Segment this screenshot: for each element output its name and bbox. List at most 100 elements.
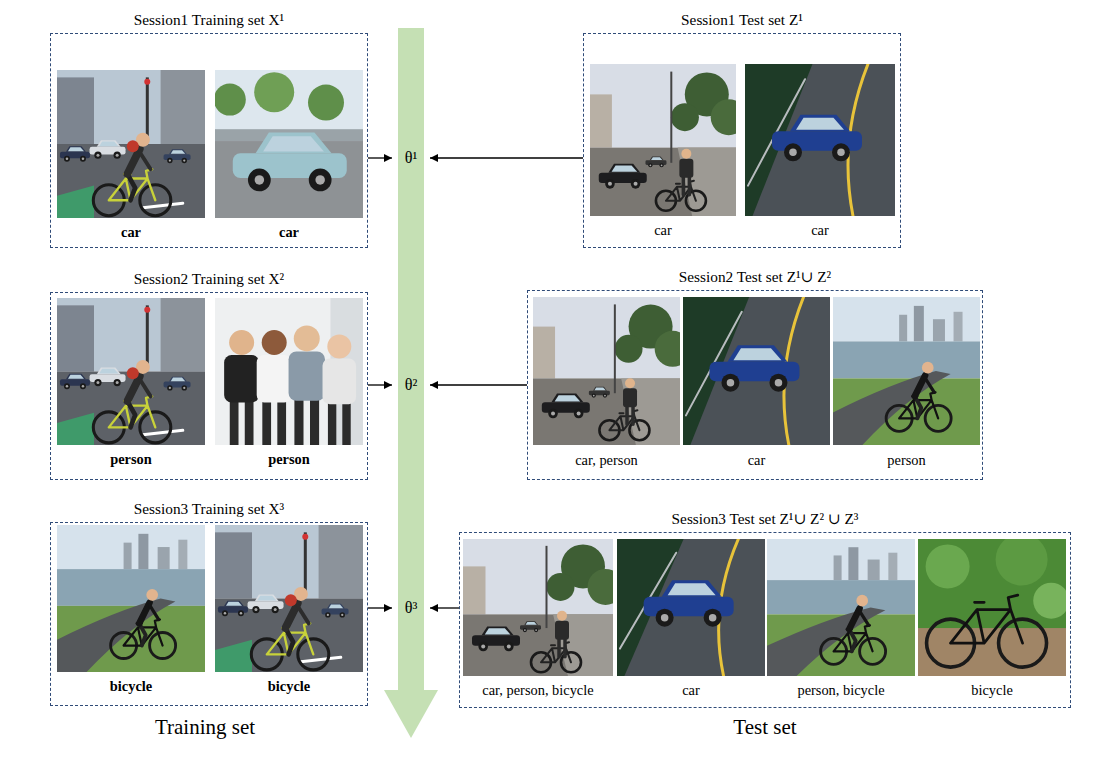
scene-shape: [229, 330, 254, 355]
scene-shape: [899, 392, 938, 418]
scene-shape: [114, 379, 121, 386]
image-caption: car, person, bicycle: [463, 676, 613, 705]
session-panel: Session1 Test set Z¹carcar: [583, 6, 901, 248]
scene-shape: [533, 327, 555, 379]
session-panel: Session3 Training set X³bicyclebicycle: [50, 496, 368, 706]
session-panel: Session1 Training set X¹carcar: [50, 6, 368, 248]
scene-shape: [590, 94, 612, 147]
scene-shape: [139, 623, 146, 645]
scene-shape: [614, 304, 616, 393]
scene-shape: [899, 315, 907, 342]
scene-shape: [683, 177, 689, 195]
scene-shape: [272, 606, 279, 613]
scene-shape: [57, 298, 205, 372]
scene-shape: [144, 79, 150, 85]
image-caption: car: [215, 218, 363, 246]
scene-shape: [534, 628, 538, 632]
scene-shape: [341, 614, 343, 616]
scene-shape: [547, 573, 575, 601]
scene-shape: [80, 156, 86, 162]
scene-shape: [624, 539, 765, 676]
scene-shape: [267, 400, 282, 445]
scene-shape: [888, 553, 897, 580]
axis-caption: Training set: [105, 712, 305, 742]
scene-shape: [252, 606, 259, 613]
scene-shape: [262, 330, 287, 355]
scene-shape: [248, 169, 271, 192]
session-panel: Session2 Training set X²personperson: [50, 266, 368, 480]
scene-shape: [183, 159, 185, 161]
flow-arrow: [368, 384, 392, 385]
scene-shape: [169, 387, 171, 389]
scene-shape: [143, 430, 183, 434]
scene-shape: [666, 181, 696, 201]
scene-shape: [94, 379, 101, 386]
scene-shape: [463, 566, 486, 614]
scene-shape: [784, 143, 802, 161]
scene-shape: [650, 164, 652, 166]
scene-shape: [848, 547, 858, 580]
scene-picture: [463, 539, 613, 676]
scene-shape: [57, 413, 94, 445]
scene-shape: [167, 158, 172, 163]
model-parameter: θ³: [393, 595, 429, 621]
scene-shape: [727, 345, 787, 362]
scene-shape: [66, 146, 86, 152]
scene-shape: [139, 603, 149, 624]
scene-shape: [683, 297, 830, 445]
scene-shape: [1033, 583, 1066, 619]
scene-shape: [524, 621, 538, 625]
scene-shape: [504, 642, 514, 652]
scene-shape: [559, 639, 565, 657]
scene-shape: [627, 406, 633, 424]
scene-shape: [709, 614, 717, 622]
scene-shape: [116, 154, 119, 157]
scene-picture: [745, 64, 895, 216]
scene-picture: [57, 298, 205, 445]
scene-shape: [832, 143, 850, 161]
model-parameter: θ²: [393, 372, 429, 398]
scene-shape: [590, 64, 736, 148]
scene-shape: [215, 599, 363, 673]
scene-shape: [608, 182, 612, 186]
scene-shape: [99, 141, 118, 146]
scene-shape: [255, 175, 264, 185]
session-panel: Session2 Test set Z¹∪ Z²car, personcarpe…: [527, 264, 983, 480]
scene-shape: [57, 144, 205, 218]
scene-shape: [299, 398, 315, 445]
scene-shape: [523, 628, 527, 632]
flow-arrow: [430, 157, 583, 158]
scene-shape: [327, 604, 345, 609]
scene-shape: [621, 378, 680, 445]
scene-shape: [721, 374, 739, 392]
scene-picture: [215, 298, 363, 445]
scene-shape: [727, 379, 735, 387]
scene-shape: [593, 387, 607, 391]
scene-shape: [127, 401, 135, 427]
scene-shape: [856, 595, 868, 607]
scene-shape: [933, 319, 945, 341]
scene-shape: [144, 307, 150, 313]
scene-shape: [146, 589, 158, 601]
scene-shape: [64, 156, 70, 162]
scene-shape: [617, 539, 765, 676]
scene-shape: [140, 379, 151, 396]
image-caption: person: [833, 445, 980, 475]
scene-shape: [954, 312, 963, 342]
scene-shape: [329, 605, 343, 609]
scene-shape: [615, 335, 643, 363]
scene-shape: [171, 150, 185, 154]
scene-shape: [146, 77, 149, 136]
image-tile: bicycle: [57, 525, 205, 701]
scene-shape: [612, 165, 638, 171]
scene-shape: [127, 149, 139, 174]
scene-shape: [234, 400, 249, 445]
scene-shape: [926, 544, 970, 588]
scene-shape: [670, 72, 672, 163]
scene-shape: [285, 594, 297, 606]
image-tile: person: [833, 297, 980, 475]
panel-heading: Session3 Test set Z¹∪ Z² ∪ Z³: [459, 506, 1071, 532]
scene-shape: [625, 378, 635, 388]
scene-shape: [256, 132, 332, 153]
